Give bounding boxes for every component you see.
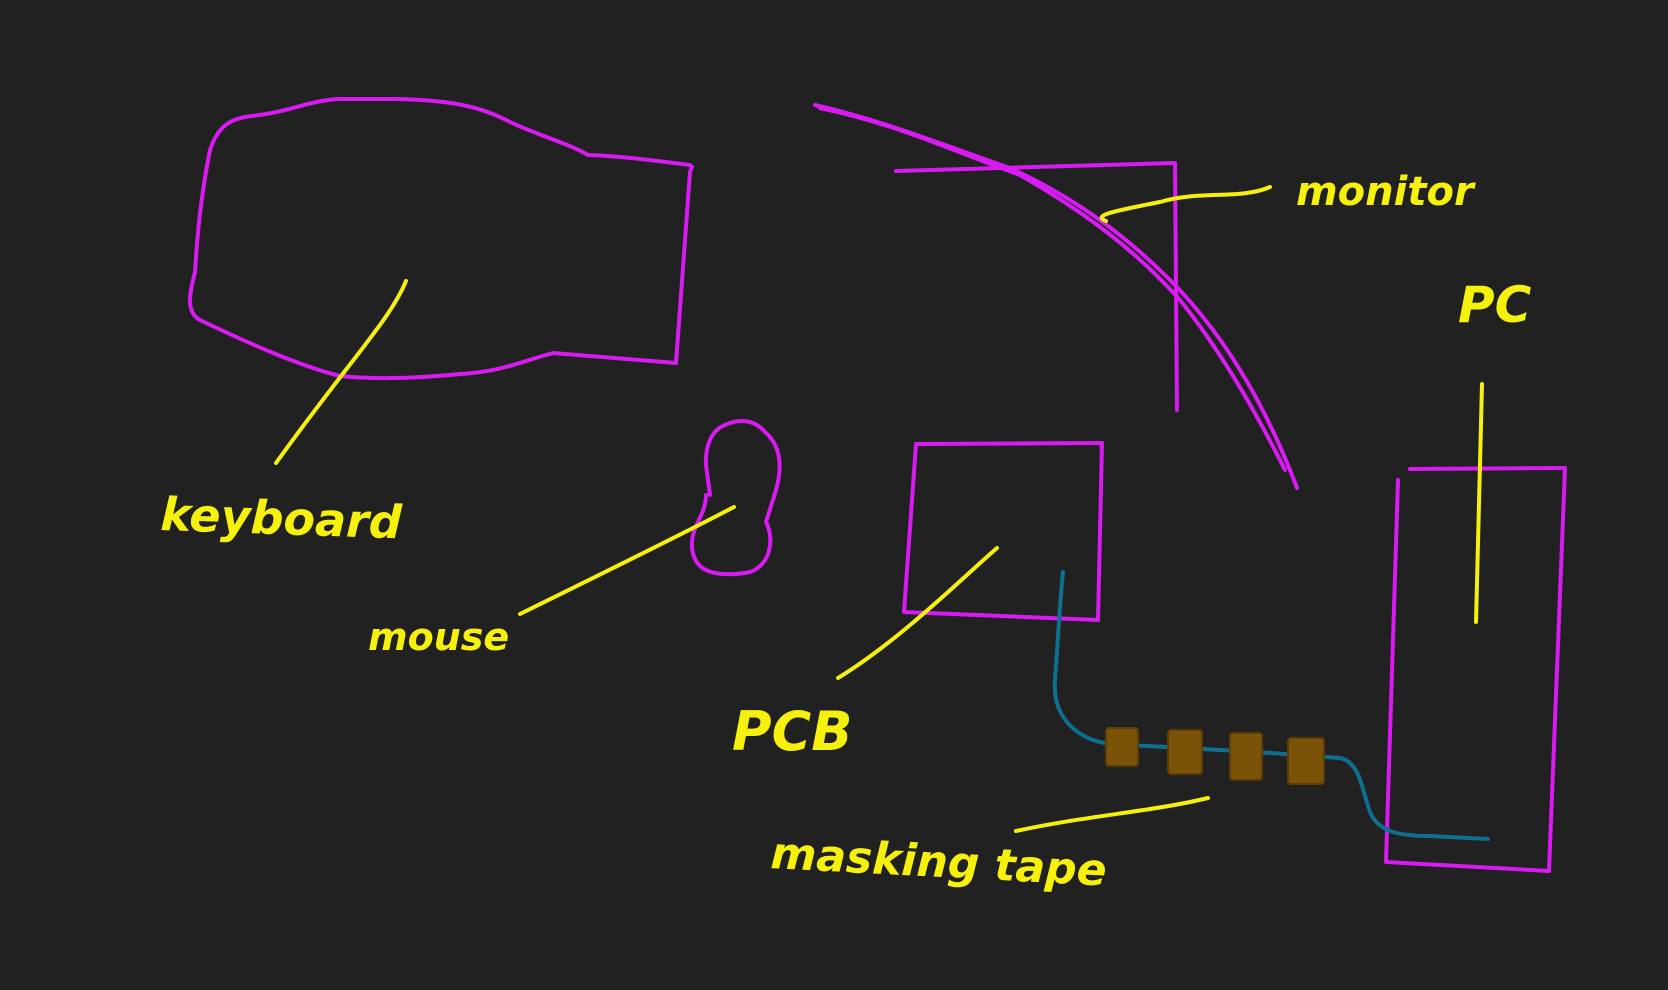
monitor-label: monitor: [1296, 169, 1476, 215]
keyboard-label: keyboard: [160, 487, 404, 549]
masking-tape-leader-line: [1014, 796, 1210, 833]
mouse-outline: [689, 418, 782, 577]
cable: [1052, 570, 1490, 841]
pcb-label: PCB: [732, 700, 852, 763]
monitor-outline: [894, 161, 1179, 412]
pc-leader-line: [1474, 382, 1484, 624]
mouse-leader-line: [518, 505, 736, 616]
masking-tape-piece-4: [1287, 737, 1325, 785]
pcb-outline: [902, 441, 1104, 622]
monitor-leader-line: [1099, 185, 1272, 223]
masking-tape-label: masking tape: [769, 828, 1107, 897]
masking-tape-piece-2: [1167, 729, 1203, 775]
monitor-stand-line-2: [818, 106, 1287, 472]
keyboard-leader-line: [274, 279, 408, 465]
pc-outline: [1384, 466, 1567, 873]
masking-tape-piece-1: [1105, 727, 1139, 767]
keyboard-outline: [188, 97, 694, 381]
masking-tape-group: [1105, 727, 1325, 785]
pc-label: PC: [1458, 276, 1532, 334]
mouse-label: mouse: [368, 615, 509, 659]
pcb-leader-line: [836, 546, 999, 680]
masking-tape-piece-3: [1229, 732, 1263, 781]
monitor-stand-line-1: [813, 103, 1299, 490]
